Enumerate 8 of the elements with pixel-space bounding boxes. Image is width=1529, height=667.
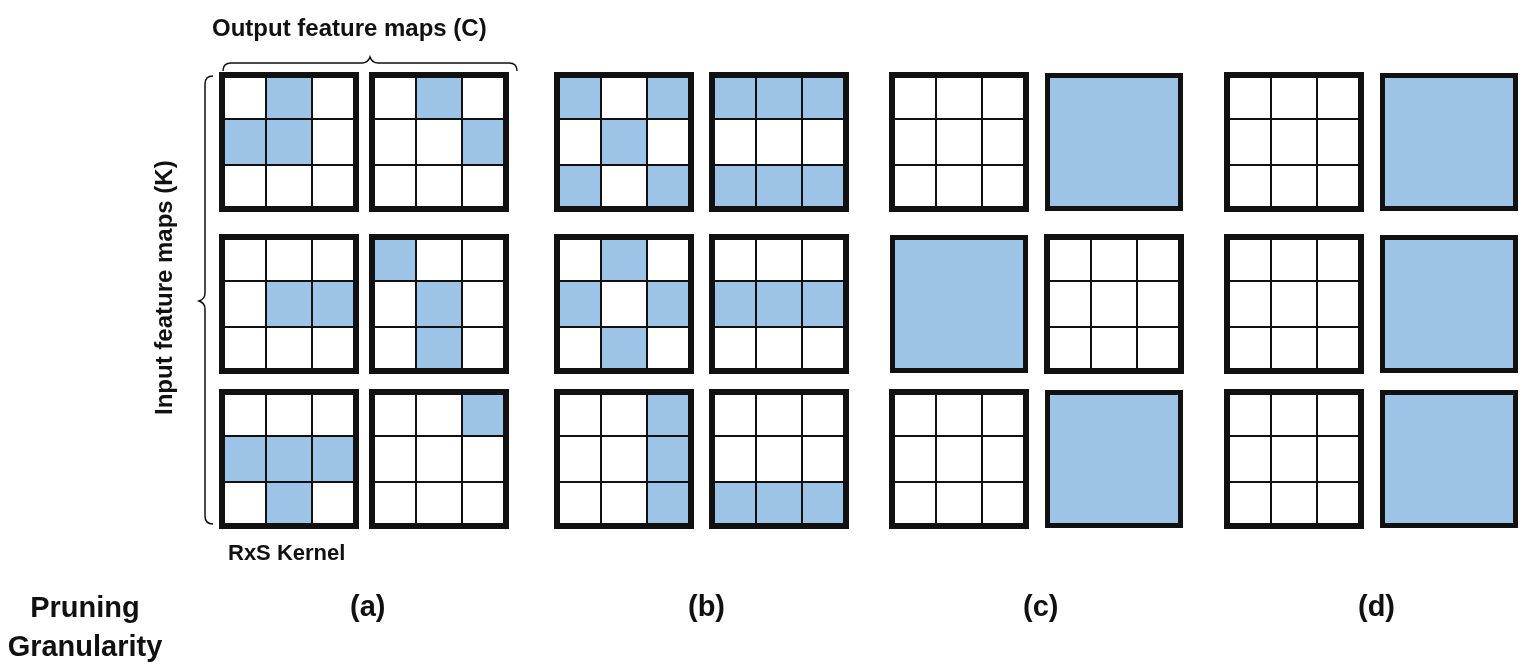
axis-label: (c)	[1023, 590, 1059, 623]
axis-label: (b)	[688, 590, 726, 623]
axis-label: RxS Kernel	[228, 540, 346, 566]
axis-label: (a)	[350, 590, 386, 623]
axis-label: Pruning Granularity	[6, 590, 164, 665]
axis-label: Output feature maps (C)	[212, 14, 487, 42]
axis-label: Input feature maps (K)	[150, 160, 178, 415]
axis-label: (d)	[1358, 590, 1396, 623]
